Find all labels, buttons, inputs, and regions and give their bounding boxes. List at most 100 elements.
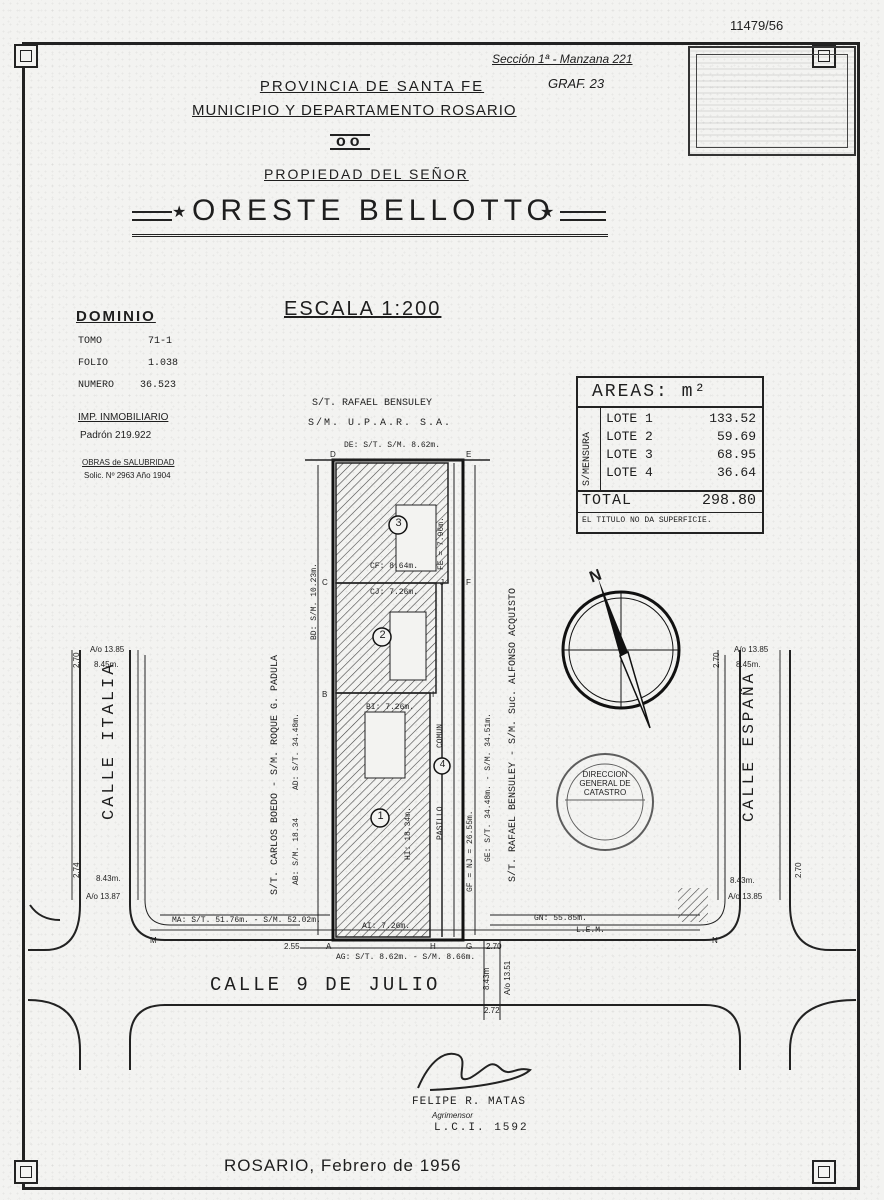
pasillo-label: PASILLO: [436, 806, 445, 840]
areas-divider: [578, 490, 762, 492]
building-block: [364, 711, 406, 779]
catastro-seal: [556, 753, 654, 851]
dim-270: 2.70: [486, 942, 502, 951]
lot-number: 1: [377, 810, 384, 822]
street-line: [789, 999, 857, 1070]
bd-dimension: BD: S/M. 10.23m.: [310, 563, 319, 640]
surveyor-id: L.C.I. 1592: [434, 1122, 529, 1134]
solic-value: Solic. Nº 2963 Año 1904: [84, 471, 171, 480]
italia-dim: A/o 13.85: [90, 645, 125, 654]
areas-total-value: 298.80: [701, 492, 756, 509]
lot-marker: [433, 757, 451, 775]
ma-dimension: MA: S/T. 51.76m. - S/M. 52.02m.: [172, 916, 321, 925]
areas-divider: [578, 406, 762, 408]
building-block: [389, 611, 427, 681]
building-block: [395, 504, 437, 572]
point-letter: J: [440, 578, 444, 587]
street-espana: CALLE ESPAÑA: [740, 670, 758, 822]
corner-ornament: [14, 44, 38, 68]
header-separator: oo: [330, 134, 370, 150]
seal-text: DIRECCION GENERAL DE CATASTRO: [579, 770, 631, 797]
curb-line: [144, 655, 300, 926]
point-letter: B: [322, 690, 328, 699]
espana-dim: A/o 13.85: [728, 892, 763, 901]
point-letter: N: [712, 936, 718, 945]
street-line: [27, 999, 81, 1070]
top-neighbor-owner: S/M. U.P.A.R. S.A.: [308, 418, 453, 429]
surveyor-title: Agrimensor: [432, 1111, 473, 1120]
propiedad-label: PROPIEDAD DEL SEÑOR: [264, 166, 469, 182]
dominio-title: DOMINIO: [76, 308, 156, 325]
municipio-title: MUNICIPIO Y DEPARTAMENTO ROSARIO: [192, 102, 517, 119]
ab-dimension: AB: S/M. 18.34: [292, 817, 301, 885]
de-dimension: DE: S/T. S/M. 8.62m.: [344, 441, 441, 450]
bi-dimension: BI: 7.26m.: [366, 703, 415, 712]
owner-name: ORESTE BELLOTTO: [192, 194, 555, 227]
corner-hatch: [678, 888, 708, 922]
point-letter: I: [432, 690, 435, 699]
areas-total-label: TOTAL: [582, 492, 633, 509]
top-neighbor-title: S/T. RAFAEL BENSULEY: [312, 398, 433, 409]
corner-ornament: [812, 44, 836, 68]
lot-number: 4: [439, 759, 446, 770]
area-row-lote: LOTE 1: [606, 411, 653, 426]
italia-dim: 8.45m.: [94, 660, 119, 669]
area-row-lote: LOTE 4: [606, 465, 653, 480]
area-row-value: 68.95: [716, 447, 756, 462]
street-line: [789, 650, 856, 951]
folio-label: FOLIO: [78, 358, 109, 369]
left-neighbor: S/T. CARLOS BOEDO - S/M. ROQUE G. PADULA: [270, 654, 281, 895]
dim-843: 8.43m: [482, 967, 491, 990]
areas-table: AREAS: m² S/MENSURA LOTE 1 LOTE 2 LOTE 3…: [576, 376, 764, 534]
owner-rule-right: [560, 211, 606, 221]
ag-dimension: AG: S/T. 8.62m. - S/M. 8.66m.: [336, 953, 476, 962]
area-row-value: 133.52: [709, 411, 756, 426]
fe-dimension: FE = 7.96m.: [437, 517, 446, 570]
star-icon: ★: [540, 204, 555, 221]
numero-label: NUMERO: [78, 380, 115, 391]
point-letter: A: [326, 942, 332, 951]
italia-dim: 2.74: [72, 862, 81, 878]
cj-dimension: CJ: 7.26m.: [370, 588, 419, 597]
espana-dim: 2.70: [794, 862, 803, 878]
italia-dim: A/o 13.87: [86, 892, 121, 901]
espana-dim: 2.70: [712, 652, 721, 668]
street-line: [129, 1004, 741, 1070]
street-line: [28, 650, 81, 951]
owner-rule-left: [132, 211, 172, 221]
corner-ornament: [812, 1160, 836, 1184]
comun-label: COMUN: [436, 723, 445, 748]
lot-number: 3: [395, 517, 402, 529]
cf-dimension: CF: 8.64m.: [370, 562, 419, 571]
area-row-lote: LOTE 3: [606, 447, 653, 462]
imp-label: IMP. INMOBILIARIO: [78, 412, 169, 423]
signature-mark: [417, 1052, 532, 1091]
obras-label: OBRAS de SALUBRIDAD: [82, 458, 175, 467]
espana-dim: 8.43m.: [730, 876, 755, 885]
areas-lot-column: LOTE 1 LOTE 2 LOTE 3 LOTE 4: [606, 410, 653, 482]
star-icon: ★: [172, 204, 187, 221]
point-letter: C: [322, 578, 328, 587]
gf-dimension: GF = NJ = 26.55m.: [466, 810, 475, 892]
plan-border: [22, 42, 860, 1190]
tomo-value: 71-1: [148, 336, 173, 347]
street-9-de-julio: CALLE 9 DE JULIO: [210, 974, 441, 996]
scale-label: ESCALA 1:200: [284, 298, 442, 320]
area-row-value: 59.69: [716, 429, 756, 444]
point-letter: H: [430, 942, 436, 951]
lot-number: 2: [379, 629, 386, 641]
areas-note: EL TITULO NO DA SUPERFICIE.: [582, 516, 712, 525]
reference-number: 11479/56: [730, 18, 784, 33]
lot-marker: [372, 627, 392, 647]
areas-title: AREAS: m²: [592, 382, 708, 402]
italia-dim: 2.70: [72, 652, 81, 668]
provincia-title: PROVINCIA DE SANTA FE: [259, 78, 485, 95]
dim-255: 2.55: [284, 942, 300, 951]
right-neighbor: S/T. RAFAEL BENSULEY - S/M. Suc. ALFONSO…: [508, 587, 519, 882]
graf-reference: GRAF. 23: [548, 76, 605, 91]
point-letter: D: [330, 450, 336, 459]
owner-title-bar: ★ ORESTE BELLOTTO ★: [132, 194, 608, 237]
folio-value: 1.038: [148, 358, 179, 369]
point-letter: G: [466, 942, 473, 951]
